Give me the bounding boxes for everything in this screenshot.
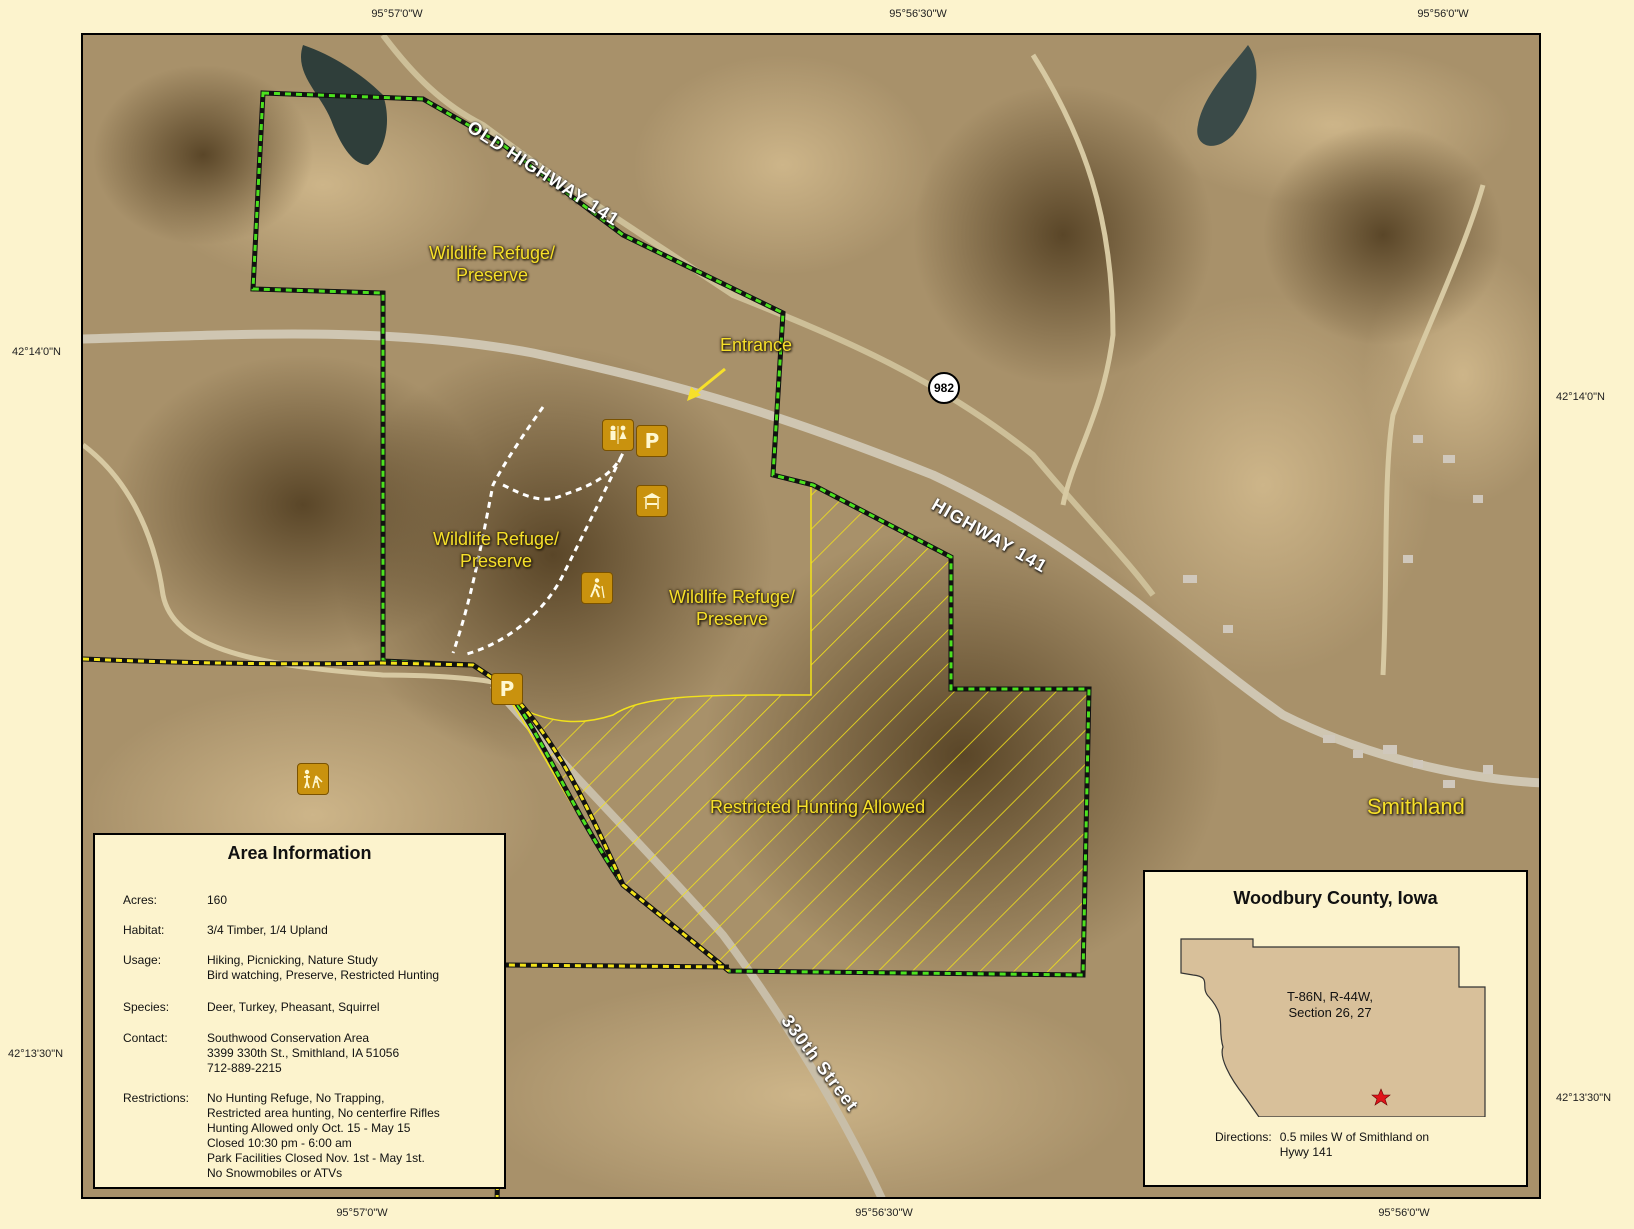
playground-icon[interactable]	[297, 763, 329, 795]
directions-text: 0.5 miles W of Smithland on Hywy 141	[1279, 1130, 1430, 1159]
info-key: Acres:	[123, 893, 158, 907]
hiking-trail	[451, 406, 625, 657]
coord-top-1: 95°57'0"W	[371, 8, 423, 20]
area-boundary	[83, 657, 730, 973]
info-key: Species:	[123, 1000, 170, 1014]
info-row-species: Species: Deer, Turkey, Pheasant, Squirre…	[123, 1000, 496, 1015]
area-info-title: Area Information	[227, 843, 372, 863]
field-area	[1093, 295, 1433, 675]
location-star-icon	[1371, 1088, 1391, 1106]
restroom-icon[interactable]	[602, 419, 634, 451]
info-value: Deer, Turkey, Pheasant, Squirrel	[207, 1000, 380, 1014]
info-row-contact: Contact: Southwood Conservation Area 339…	[123, 1031, 496, 1076]
info-value: 3/4 Timber, 1/4 Upland	[207, 923, 328, 937]
smithland-label: Smithland	[1367, 794, 1465, 819]
info-key: Contact:	[123, 1031, 168, 1045]
coord-bottom-2: 95°56'30"W	[855, 1207, 913, 1219]
info-value: Southwood Conservation Area 3399 330th S…	[207, 1031, 400, 1075]
info-row-restrictions: Restrictions: No Hunting Refuge, No Trap…	[123, 1091, 496, 1181]
info-key: Restrictions:	[123, 1091, 190, 1105]
pond	[1197, 45, 1257, 146]
coord-left-1: 42°14'0"N	[12, 346, 61, 358]
info-row-acres: Acres: 160	[123, 893, 496, 908]
area-information-panel: Area Information Acres: 160 Habitat: 3/4…	[93, 833, 506, 1189]
hiking-icon[interactable]	[581, 572, 613, 604]
entrance-arrow-icon	[687, 367, 726, 401]
info-key: Habitat:	[123, 923, 165, 937]
info-value: 160	[207, 893, 228, 907]
town-buildings	[1183, 435, 1493, 788]
directions-label: Directions:	[1215, 1130, 1272, 1144]
pond	[300, 45, 388, 165]
coord-left-2: 42°13'30"N	[8, 1048, 64, 1060]
entrance-label: Entrance	[720, 335, 793, 355]
route-982-label: 982	[933, 381, 955, 395]
coord-top-2: 95°56'30"W	[889, 8, 947, 20]
restricted-hunting-label: Restricted Hunting Allowed	[710, 797, 926, 817]
info-row-habitat: Habitat: 3/4 Timber, 1/4 Upland	[123, 923, 496, 938]
field-area	[473, 975, 1133, 1197]
refuge-north-label: Wildlife Refuge/ Preserve	[429, 243, 556, 285]
refuge-central-label: Wildlife Refuge/ Preserve	[669, 587, 796, 629]
refuge-west-label: Wildlife Refuge/ Preserve	[433, 529, 560, 571]
directions: Directions: 0.5 miles W of Smithland on …	[1215, 1130, 1429, 1160]
route-982-shield: 982	[928, 372, 960, 404]
info-value: Hiking, Picnicking, Nature Study Bird wa…	[207, 953, 440, 982]
parking-label: P	[644, 429, 660, 453]
coord-bottom-1: 95°57'0"W	[336, 1207, 388, 1219]
coord-top-3: 95°56'0"W	[1417, 8, 1469, 20]
info-key: Usage:	[123, 953, 162, 967]
timber-area	[913, 85, 1213, 385]
county-locator-panel: Woodbury County, Iowa T-86N, R-44W, Sect…	[1143, 870, 1528, 1187]
parking-icon[interactable]: P	[636, 425, 668, 457]
gravel-road	[1380, 184, 1486, 676]
timber-area	[113, 355, 493, 655]
county-title: Woodbury County, Iowa	[1233, 888, 1438, 908]
coord-right-1: 42°14'0"N	[1556, 391, 1605, 403]
highway-141-road	[83, 329, 1539, 788]
county-outline-map	[1180, 938, 1486, 1117]
gravel-road	[1030, 53, 1116, 506]
parking-icon[interactable]: P	[491, 673, 523, 705]
coord-right-2: 42°13'30"N	[1556, 1092, 1612, 1104]
parking-label: P	[499, 677, 515, 701]
info-value: No Hunting Refuge, No Trapping, Restrict…	[207, 1091, 440, 1180]
coord-bottom-3: 95°56'0"W	[1378, 1207, 1430, 1219]
picnic-shelter-icon[interactable]	[636, 485, 668, 517]
woodbury-county-shape	[1180, 938, 1486, 1117]
gravel-road	[83, 443, 505, 688]
field-area	[633, 55, 933, 275]
info-row-usage: Usage: Hiking, Picnicking, Nature Study …	[123, 953, 496, 983]
township-range-section: T-86N, R-44W, Section 26, 27	[1287, 989, 1373, 1020]
